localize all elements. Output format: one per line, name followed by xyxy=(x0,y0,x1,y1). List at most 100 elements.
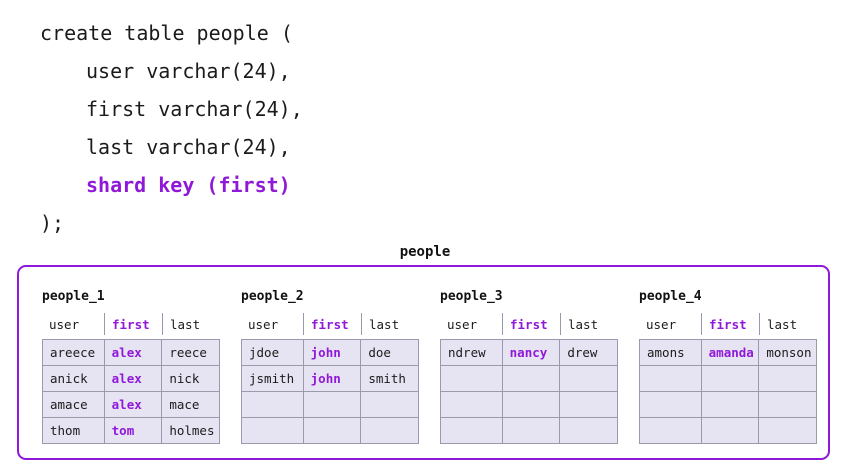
cell-user xyxy=(441,366,503,392)
cell-user: ndrew xyxy=(441,340,503,366)
table-row xyxy=(242,418,419,444)
cell-first xyxy=(701,366,760,392)
cell-last xyxy=(759,418,817,444)
column-header-last: last xyxy=(162,313,220,335)
column-header-user: user xyxy=(447,316,478,332)
code-line-0: create table people ( xyxy=(40,21,293,45)
table-row xyxy=(640,366,817,392)
cell-first: alex xyxy=(104,392,163,418)
cell-user: areece xyxy=(43,340,105,366)
column-header-first: first xyxy=(502,313,560,335)
cell-user: jsmith xyxy=(242,366,304,392)
code-line-3: last varchar(24), xyxy=(86,135,291,159)
cell-user: amons xyxy=(640,340,702,366)
cell-first: john xyxy=(303,366,362,392)
column-header-last: last xyxy=(361,313,419,335)
table-row xyxy=(640,418,817,444)
cell-last xyxy=(361,392,419,418)
cell-last xyxy=(560,418,618,444)
cell-last: doe xyxy=(361,340,419,366)
cell-last xyxy=(361,418,419,444)
cell-first: alex xyxy=(104,366,163,392)
table-row xyxy=(441,366,618,392)
cell-last: nick xyxy=(162,366,220,392)
code-line-2: first varchar(24), xyxy=(86,97,303,121)
cell-user xyxy=(640,366,702,392)
column-header-user: user xyxy=(646,316,677,332)
code-line-1: user varchar(24), xyxy=(86,59,291,83)
cell-last: reece xyxy=(162,340,220,366)
cell-last xyxy=(759,366,817,392)
column-header-first: first xyxy=(104,313,162,335)
cell-user: thom xyxy=(43,418,105,444)
cell-user xyxy=(242,418,304,444)
shard-name-label: people_4 xyxy=(639,289,702,304)
table-row xyxy=(441,418,618,444)
cell-first: tom xyxy=(104,418,163,444)
shard-name-label: people_3 xyxy=(440,289,503,304)
column-header-user: user xyxy=(248,316,279,332)
table-row xyxy=(441,392,618,418)
cell-last: mace xyxy=(162,392,220,418)
code-line-4: shard key (first) xyxy=(86,173,291,197)
cell-user: jdoe xyxy=(242,340,304,366)
cell-last: drew xyxy=(560,340,618,366)
cell-first xyxy=(303,392,362,418)
cell-user xyxy=(242,392,304,418)
cell-last xyxy=(560,392,618,418)
cell-user xyxy=(441,418,503,444)
shard-name-label: people_1 xyxy=(42,289,105,304)
cell-first xyxy=(701,392,760,418)
column-header-last: last xyxy=(759,313,817,335)
column-header-first: first xyxy=(303,313,361,335)
cell-user xyxy=(640,418,702,444)
column-header-first: first xyxy=(701,313,759,335)
cell-first xyxy=(502,418,561,444)
cell-first xyxy=(502,366,561,392)
cell-last xyxy=(560,366,618,392)
cell-first: amanda xyxy=(701,340,760,366)
cell-first xyxy=(303,418,362,444)
cell-first xyxy=(502,392,561,418)
cell-user: anick xyxy=(43,366,105,392)
shard-name-label: people_2 xyxy=(241,289,304,304)
cell-user xyxy=(640,392,702,418)
cell-last: smith xyxy=(361,366,419,392)
table-row xyxy=(640,392,817,418)
cell-user xyxy=(441,392,503,418)
cell-first: nancy xyxy=(502,340,561,366)
column-header-last: last xyxy=(560,313,618,335)
table-row xyxy=(242,392,419,418)
cell-first xyxy=(701,418,760,444)
cell-last: monson xyxy=(759,340,817,366)
cell-first: alex xyxy=(104,340,163,366)
code-line-5: ); xyxy=(40,211,65,235)
cell-last: holmes xyxy=(162,418,220,444)
cell-user: amace xyxy=(43,392,105,418)
sql-code-block: create table people ( user varchar(24), fi… xyxy=(40,21,303,235)
logical-table-title: people xyxy=(399,244,451,260)
cell-first: john xyxy=(303,340,362,366)
column-header-user: user xyxy=(49,316,80,332)
